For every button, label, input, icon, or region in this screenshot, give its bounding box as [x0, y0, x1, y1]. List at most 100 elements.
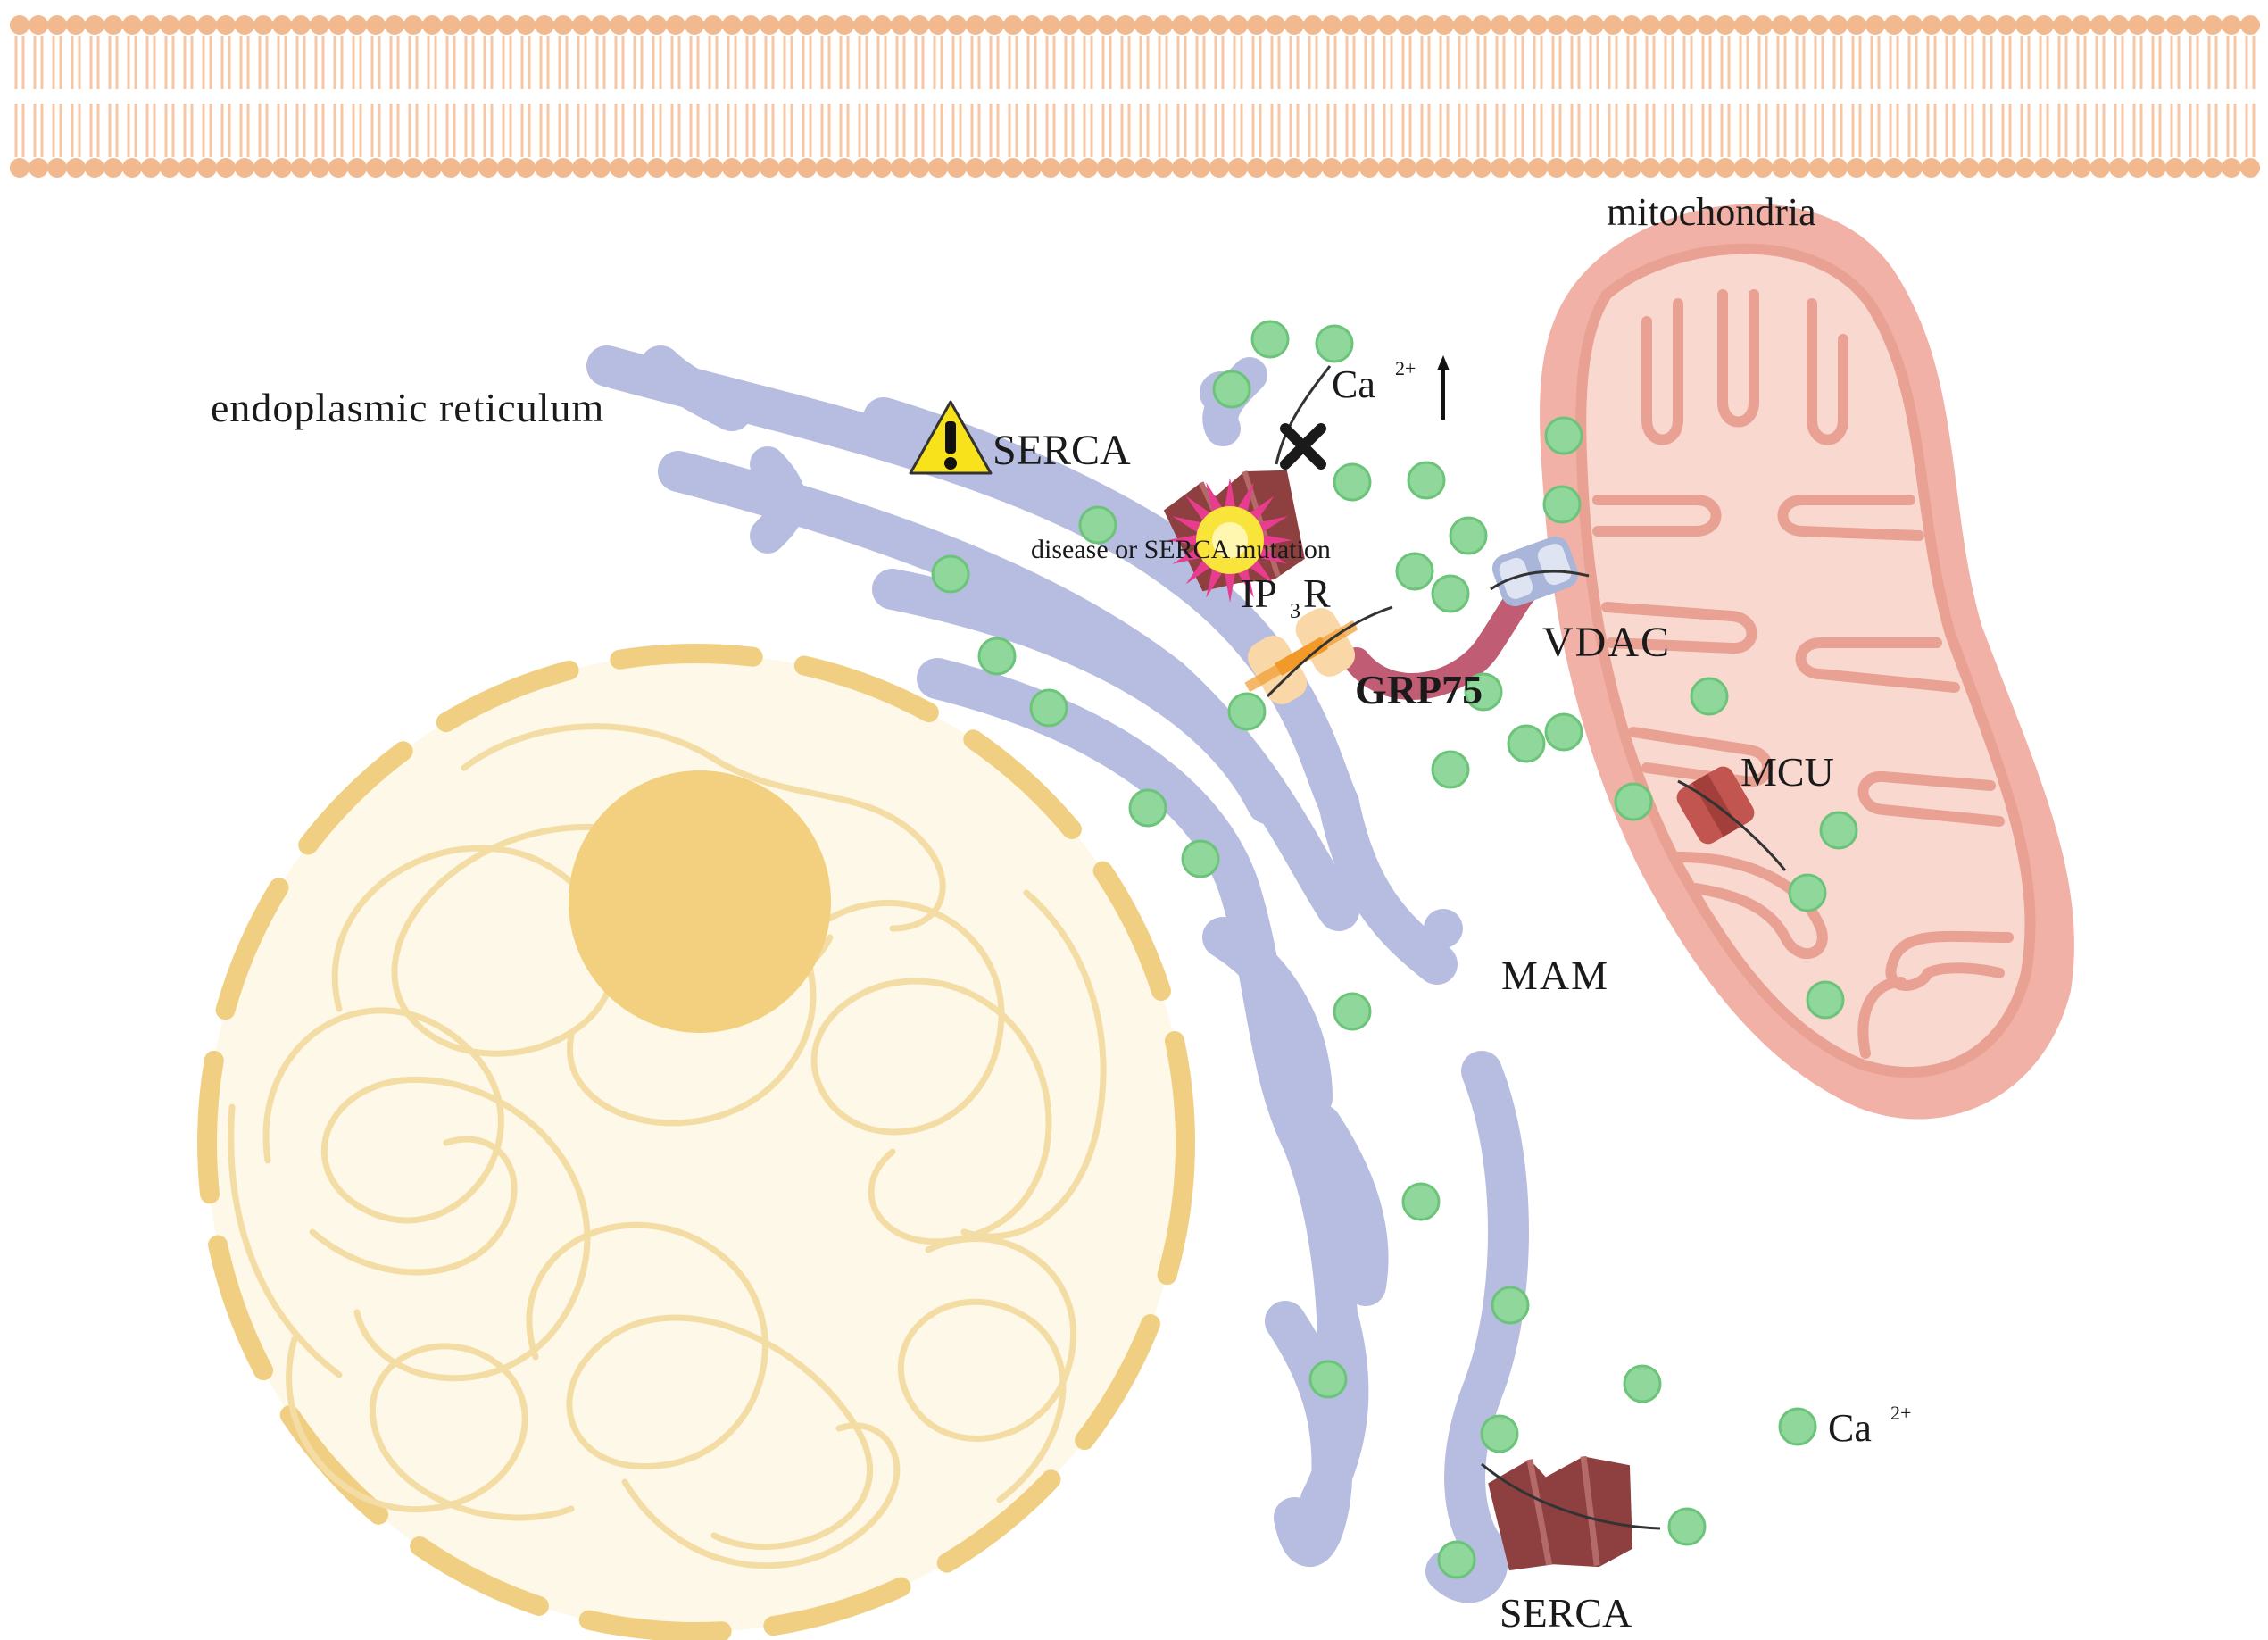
lipid-head	[1828, 15, 1848, 35]
lipid-head	[460, 15, 479, 35]
calcium-ion	[1690, 677, 1729, 716]
lipid-head	[104, 158, 123, 178]
lipid-head	[2090, 158, 2110, 178]
calcium-ion	[1819, 811, 1858, 850]
calcium-ion	[1333, 992, 1372, 1031]
lipid-tail	[183, 36, 194, 157]
lipid-head	[1378, 15, 1398, 35]
lipid-tail	[483, 36, 494, 157]
lipid-head	[984, 15, 1004, 35]
lipid-head	[1734, 158, 1754, 178]
lipid-head	[553, 158, 573, 178]
lipid-tail	[1439, 36, 1450, 157]
er-label: endoplasmic reticulum	[211, 385, 604, 430]
lipid-head	[853, 15, 873, 35]
lipid-head	[1566, 15, 1585, 35]
lipid-head	[1191, 15, 1210, 35]
lipid-head	[1622, 15, 1641, 35]
lipid-tail	[164, 36, 175, 157]
lipid-head	[1659, 158, 1679, 178]
lipid-tail	[858, 36, 868, 157]
lipid-tail	[1233, 36, 1243, 157]
lipid-tail	[1870, 36, 1881, 157]
lipid-tail	[1608, 36, 1618, 157]
lipid-head	[366, 15, 386, 35]
lipid-head	[1734, 15, 1754, 35]
lipid-head	[1772, 158, 1791, 178]
lipid-tail	[1101, 36, 1112, 157]
svg-text:2+: 2+	[1395, 357, 1416, 379]
lipid-head	[572, 15, 592, 35]
lipid-head	[1678, 15, 1698, 35]
lipid-tail	[764, 36, 775, 157]
lipid-tail	[314, 36, 325, 157]
lipid-head	[216, 15, 236, 35]
lipid-tail	[389, 36, 400, 157]
lipid-head	[1378, 158, 1398, 178]
calcium-ion	[931, 554, 970, 594]
lipid-tail	[14, 36, 25, 157]
lipid-tail	[145, 36, 156, 157]
lipid-head	[1247, 158, 1267, 178]
lipid-head	[797, 158, 817, 178]
lipid-head	[610, 158, 629, 178]
ip3r-flux-arrow	[1266, 605, 1393, 698]
lipid-tail	[1626, 36, 1637, 157]
lipid-tail	[1495, 36, 1506, 157]
calcium-ion	[977, 637, 1017, 676]
lipid-tail	[295, 36, 306, 157]
lipid-tail	[2095, 36, 2106, 157]
lipid-head	[1266, 158, 1285, 178]
lipid-head	[441, 15, 461, 35]
lipid-head	[10, 158, 29, 178]
lipid-head	[1153, 15, 1173, 35]
lipid-tail	[2132, 36, 2143, 157]
calcium-ion	[1333, 462, 1372, 502]
lipid-head	[2222, 158, 2241, 178]
lipid-head	[1978, 158, 1998, 178]
lipid-tail	[1570, 36, 1581, 157]
lipid-head	[1528, 158, 1548, 178]
lipid-head	[179, 158, 198, 178]
lipid-head	[1509, 15, 1529, 35]
lipid-tail	[2151, 36, 2162, 157]
ca-legend-dot	[1778, 1407, 1817, 1446]
lipid-head	[2128, 15, 2148, 35]
lipid-head	[591, 15, 611, 35]
lipid-head	[872, 158, 892, 178]
lipid-head	[1790, 15, 1810, 35]
lipid-tail	[1551, 36, 1562, 157]
lipid-head	[1922, 158, 1941, 178]
calcium-ion	[1667, 1507, 1707, 1546]
lipid-head	[628, 158, 648, 178]
lipid-head	[29, 15, 48, 35]
lipid-head	[2053, 15, 2073, 35]
lipid-tail	[502, 36, 512, 157]
lipid-head	[216, 158, 236, 178]
lipid-head	[272, 15, 292, 35]
lipid-head	[385, 15, 404, 35]
lipid-head	[160, 15, 179, 35]
lipid-head	[535, 15, 554, 35]
lipid-head	[1697, 15, 1716, 35]
lipid-head	[47, 15, 67, 35]
lipid-tail	[1514, 36, 1524, 157]
lipid-tail	[1308, 36, 1318, 157]
calcium-ion	[1623, 1364, 1662, 1403]
lipid-head	[1078, 15, 1098, 35]
lipid-tail	[127, 36, 137, 157]
disease-label: disease or SERCA mutation	[1031, 535, 1331, 564]
lipid-tail	[258, 36, 269, 157]
lipid-tail	[689, 36, 700, 157]
lipid-head	[928, 158, 948, 178]
lipid-head	[1022, 15, 1042, 35]
lipid-tail	[1176, 36, 1187, 157]
lipid-tail	[895, 36, 906, 157]
lipid-head	[2109, 158, 2129, 178]
lipid-tail	[1401, 36, 1412, 157]
lipid-tail	[2170, 36, 2181, 157]
lipid-head	[66, 158, 86, 178]
lipid-head	[2165, 15, 2185, 35]
lipid-head	[1847, 15, 1866, 35]
lipid-head	[572, 158, 592, 178]
